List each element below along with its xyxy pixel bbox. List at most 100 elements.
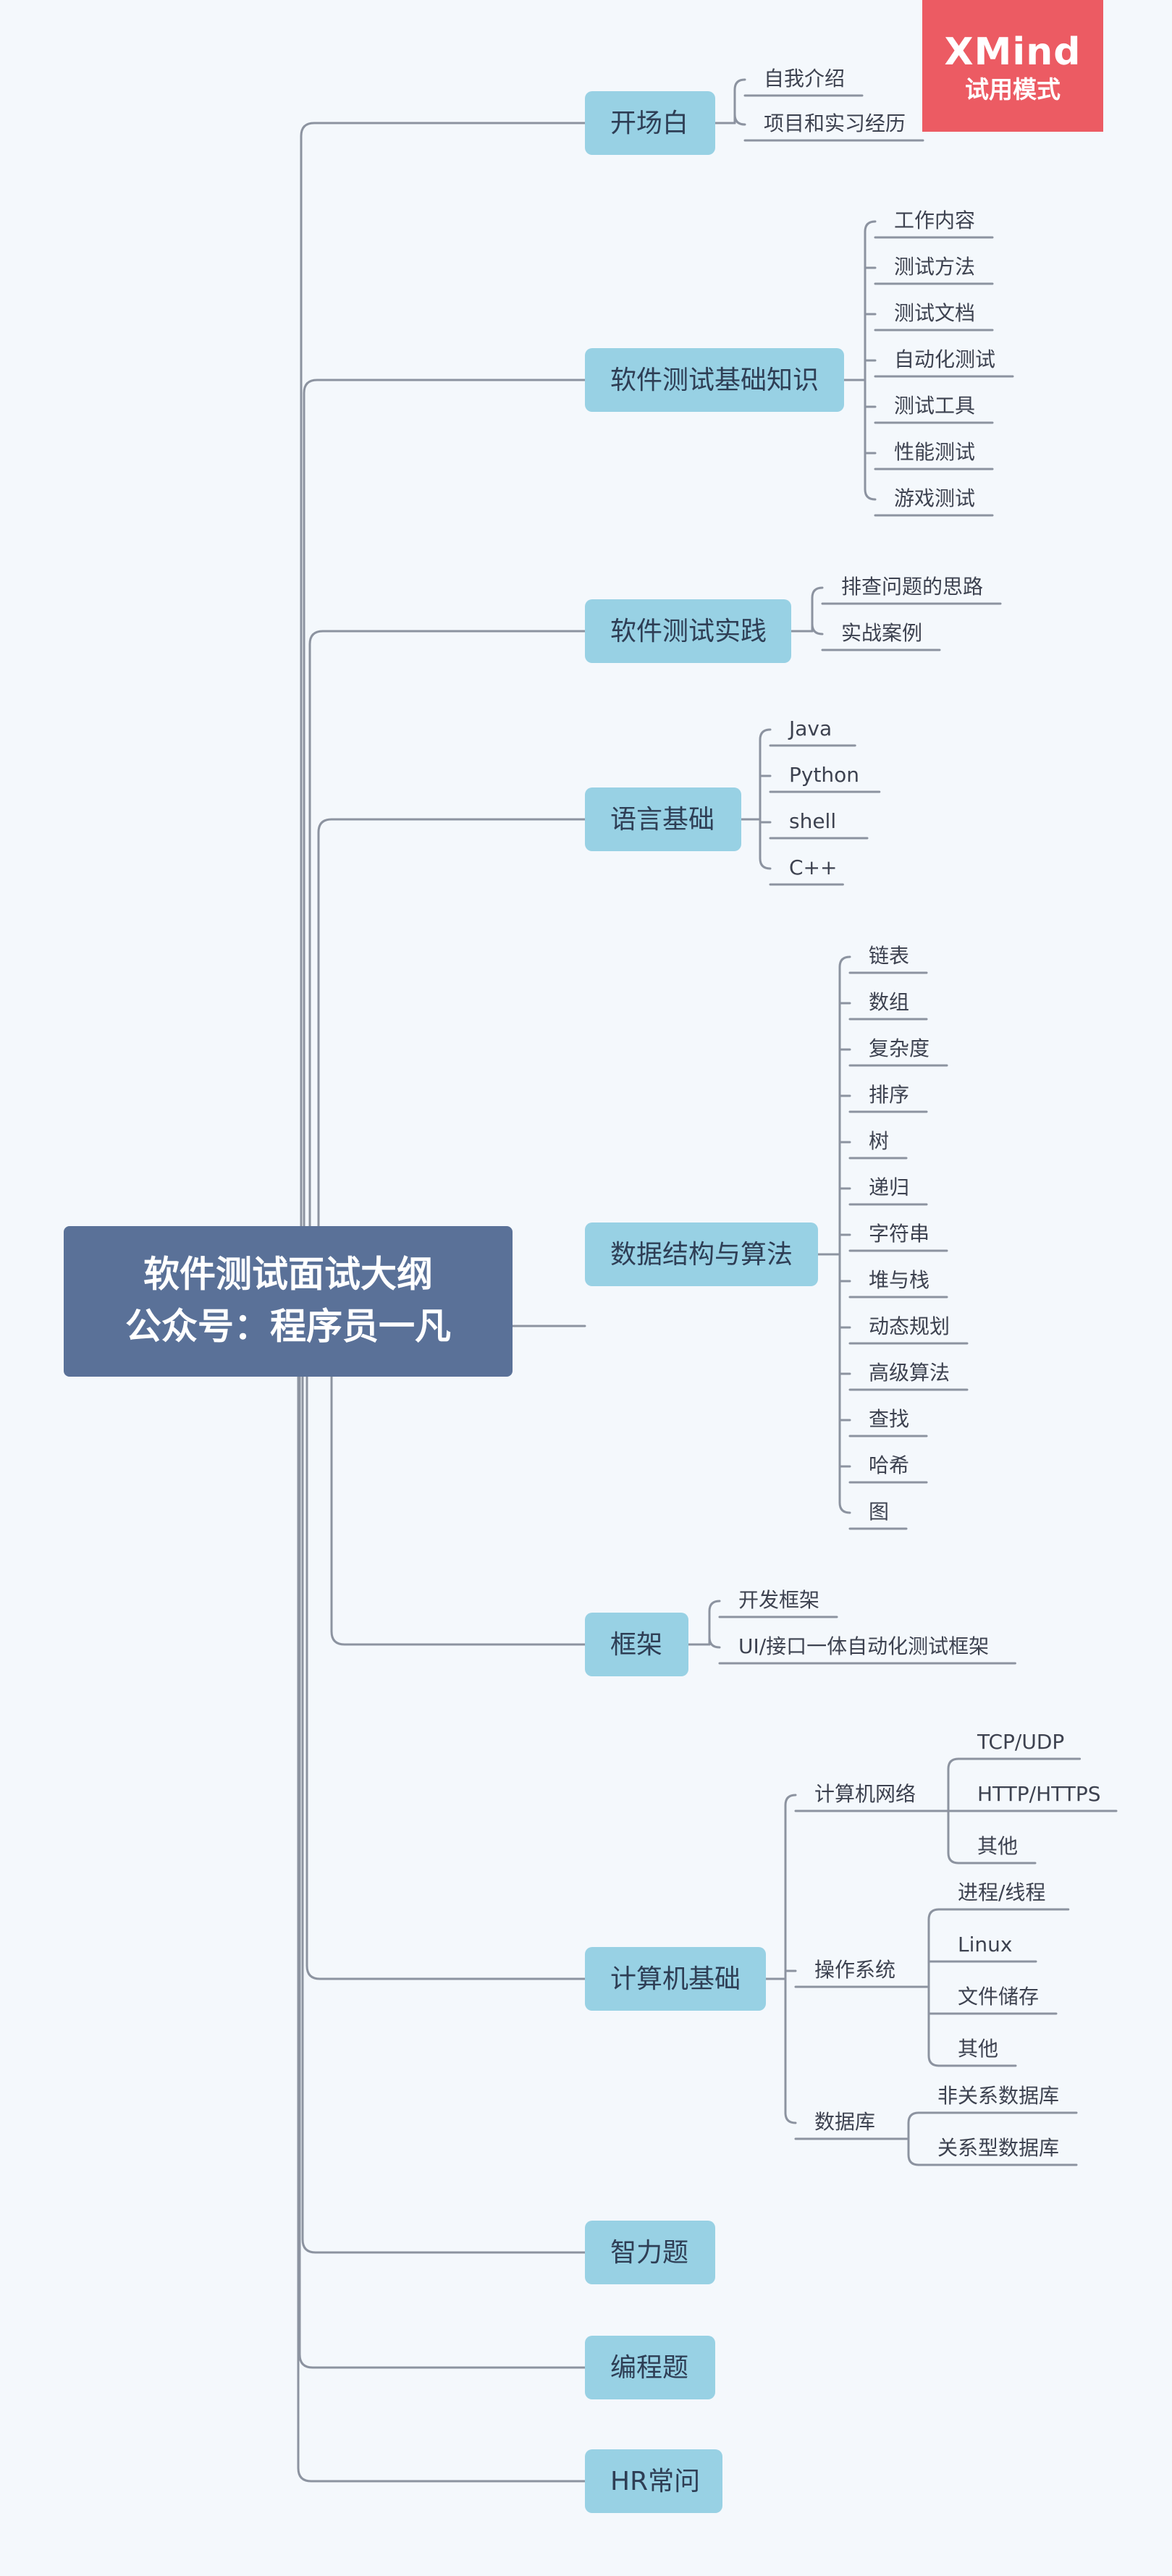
subtopic[interactable]: 排查问题的思路	[841, 575, 983, 599]
subtopic[interactable]: C++	[789, 856, 837, 879]
subtopic-label: 树	[869, 1129, 889, 1153]
subtopic-bracket-line	[759, 728, 772, 821]
sub-subtopic-label: HTTP/HTTPS	[977, 1782, 1101, 1806]
main-topic[interactable]: 编程题	[585, 2336, 715, 2399]
subtopic[interactable]: 游戏测试	[894, 486, 975, 510]
subtopic[interactable]: 树	[869, 1129, 889, 1153]
sub-subtopic[interactable]: HTTP/HTTPS	[977, 1782, 1101, 1806]
main-topic-box	[585, 599, 791, 663]
subtopic-label: 自动化测试	[894, 347, 995, 371]
main-topic[interactable]: HR常问	[585, 2449, 722, 2513]
subtopic-label: 递归	[869, 1175, 909, 1199]
sub-subtopic[interactable]: 其他	[977, 1834, 1018, 1858]
subtopic[interactable]: shell	[789, 809, 836, 833]
subtopic-label: 测试工具	[894, 394, 975, 418]
subtopic[interactable]: 实战案例	[841, 621, 922, 645]
subtopic-bracket-line	[733, 78, 746, 124]
subtopic[interactable]: 查找	[869, 1407, 909, 1431]
connector-lines	[297, 78, 1118, 2483]
sub-subtopic[interactable]: TCP/UDP	[977, 1730, 1064, 1754]
main-topic-box	[585, 2449, 722, 2513]
subtopic-label: 数组	[869, 990, 909, 1014]
sub-subtopic-label: 其他	[977, 1834, 1018, 1858]
subtopic-label: 操作系统	[814, 1958, 895, 1982]
root-to-topic-line	[317, 818, 586, 1242]
subtopic-label: 工作内容	[894, 208, 975, 232]
subtopic[interactable]: 项目和实习经历	[764, 111, 906, 135]
subtopic[interactable]: Java	[788, 717, 832, 740]
main-topic[interactable]: 框架	[585, 1613, 688, 1676]
main-topic[interactable]: 语言基础	[585, 787, 741, 851]
sub-subtopic-label: TCP/UDP	[977, 1730, 1064, 1754]
main-topic[interactable]: 软件测试基础知识	[585, 348, 844, 412]
sub-subtopic[interactable]: Linux	[958, 1933, 1012, 1956]
main-topic[interactable]: 计算机基础	[585, 1947, 766, 2011]
root-to-topic-line	[298, 1361, 586, 2369]
subtopic[interactable]: 字符串	[869, 1222, 929, 1246]
subtopic[interactable]: 工作内容	[894, 208, 975, 232]
sub-subtopic[interactable]: 其他	[958, 2037, 998, 2061]
main-topic-label: 软件测试实践	[610, 617, 767, 646]
watermark-title: XMind	[944, 30, 1082, 74]
subtopic[interactable]: 性能测试	[894, 440, 975, 464]
sub-subtopic-label: 关系型数据库	[937, 2136, 1059, 2160]
sub-subtopic[interactable]: 非关系数据库	[937, 2084, 1059, 2108]
subtopic[interactable]: 自动化测试	[894, 347, 995, 371]
subtopic-label: 项目和实习经历	[764, 111, 906, 135]
subtopic[interactable]: 测试文档	[894, 301, 975, 325]
sub-subtopic-label: 进程/线程	[958, 1880, 1045, 1904]
subtopic-label: shell	[789, 809, 836, 833]
main-topic-box	[585, 787, 741, 851]
main-topic[interactable]: 开场白	[585, 91, 715, 155]
subtopic-label: 测试文档	[894, 301, 975, 325]
subtopic[interactable]: 测试方法	[894, 255, 975, 279]
root-to-topic-line	[330, 1361, 586, 1646]
sub-subtopic-bracket-line	[947, 1809, 960, 1865]
sub-subtopic-label: 其他	[958, 2037, 998, 2061]
subtopic[interactable]: 自我介绍	[764, 67, 845, 90]
main-topic[interactable]: 智力题	[585, 2221, 715, 2284]
subtopic[interactable]: 高级算法	[869, 1361, 950, 1385]
subtopic[interactable]: 计算机网络	[814, 1782, 916, 1806]
xmind-trial-watermark: XMind 试用模式	[922, 0, 1103, 132]
subtopic[interactable]: 复杂度	[869, 1036, 929, 1060]
root-to-topic-line	[301, 1361, 586, 2254]
sub-subtopic[interactable]: 文件储存	[958, 1985, 1039, 2009]
subtopic-label: 动态规划	[869, 1314, 950, 1338]
subtopic-bracket-line	[708, 1636, 721, 1649]
subtopic-label: 性能测试	[894, 440, 975, 464]
subtopic[interactable]: 数组	[869, 990, 909, 1014]
subtopic[interactable]: 链表	[869, 944, 909, 968]
root-to-topic-line	[308, 630, 586, 1242]
subtopic[interactable]: 堆与栈	[869, 1268, 929, 1292]
subtopic-label: 复杂度	[869, 1036, 929, 1060]
main-topic[interactable]: 数据结构与算法	[585, 1222, 818, 1286]
root-to-topic-line	[300, 122, 586, 1242]
main-topic[interactable]: 软件测试实践	[585, 599, 791, 663]
subtopic[interactable]: 哈希	[869, 1453, 909, 1477]
subtopic[interactable]: 排序	[869, 1083, 909, 1107]
subtopic[interactable]: 测试工具	[894, 394, 975, 418]
subtopic[interactable]: 递归	[869, 1175, 909, 1199]
sub-subtopic[interactable]: 关系型数据库	[937, 2136, 1059, 2160]
subtopic[interactable]: 动态规划	[869, 1314, 950, 1338]
subtopic[interactable]: 图	[869, 1500, 889, 1524]
subtopic-bracket-line	[784, 1977, 797, 2124]
sub-subtopic[interactable]: 进程/线程	[958, 1880, 1045, 1904]
subtopic-label: 堆与栈	[869, 1268, 929, 1292]
subtopic-label: 字符串	[869, 1222, 929, 1246]
main-topic-label: 框架	[610, 1630, 662, 1660]
subtopic-bracket-line	[838, 1253, 851, 1514]
subtopic[interactable]: 数据库	[814, 2110, 875, 2134]
subtopic-label: 图	[869, 1500, 889, 1524]
subtopic-label: C++	[789, 856, 837, 879]
main-topic-label: HR常问	[610, 2467, 700, 2496]
subtopic[interactable]: Python	[789, 763, 859, 787]
subtopic-label: Python	[789, 763, 859, 787]
subtopic[interactable]: 操作系统	[814, 1958, 895, 1982]
subtopic[interactable]: 开发框架	[738, 1588, 819, 1612]
sub-subtopic-label: 非关系数据库	[937, 2084, 1059, 2108]
subtopic[interactable]: UI/接口一体自动化测试框架	[738, 1634, 989, 1658]
